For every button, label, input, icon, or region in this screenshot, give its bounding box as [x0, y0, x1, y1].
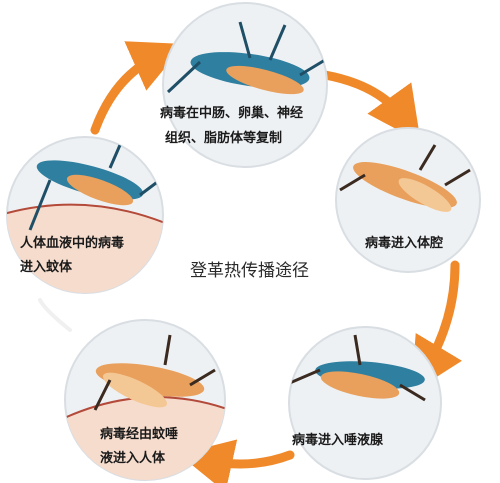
- stage-3-circle: [288, 326, 442, 480]
- arrow-5-to-1: [90, 41, 185, 135]
- stage-5-mosquito-icon: [7, 144, 163, 293]
- stage-2-mosquito-icon: [339, 144, 471, 212]
- arrow-3-to-4: [178, 439, 295, 483]
- stage-3-label: 病毒进入唾液腺: [292, 432, 384, 448]
- arrow-2-to-3: [411, 260, 463, 394]
- arrow-4-to-5: [38, 298, 72, 332]
- stage-3-node: 病毒进入唾液腺: [288, 326, 442, 480]
- stage-5-node: 人体血液中的病毒 进入蚊体: [6, 136, 164, 294]
- stage-4-node: 病毒经由蚊唾 液进入人体: [64, 319, 226, 481]
- stage-2-node: 病毒进入体腔: [335, 127, 481, 273]
- stage-5-label-line-2: 进入蚊体: [20, 259, 73, 275]
- stage-5-label-line-1: 人体血液中的病毒: [20, 235, 124, 251]
- arrow-1-to-2: [320, 70, 421, 142]
- stage-2-label: 病毒进入体腔: [365, 235, 443, 251]
- stage-1-label-line-2: 组织、脂肪体等复制: [165, 130, 282, 146]
- cycle-arrows: [38, 41, 463, 483]
- center-title: 登革热传播途径: [190, 261, 309, 281]
- stage-4-mosquito-icon: [65, 334, 225, 480]
- stage-4-label-line-2: 液进入人体: [100, 450, 166, 466]
- stage-1-node: 病毒在中肠、卵巢、神经 组织、脂肪体等复制: [160, 2, 328, 168]
- stage-1-mosquito-icon: [166, 21, 326, 95]
- stage-1-label-line-1: 病毒在中肠、卵巢、神经: [160, 105, 303, 121]
- stage-4-label-line-1: 病毒经由蚊唾: [100, 426, 178, 442]
